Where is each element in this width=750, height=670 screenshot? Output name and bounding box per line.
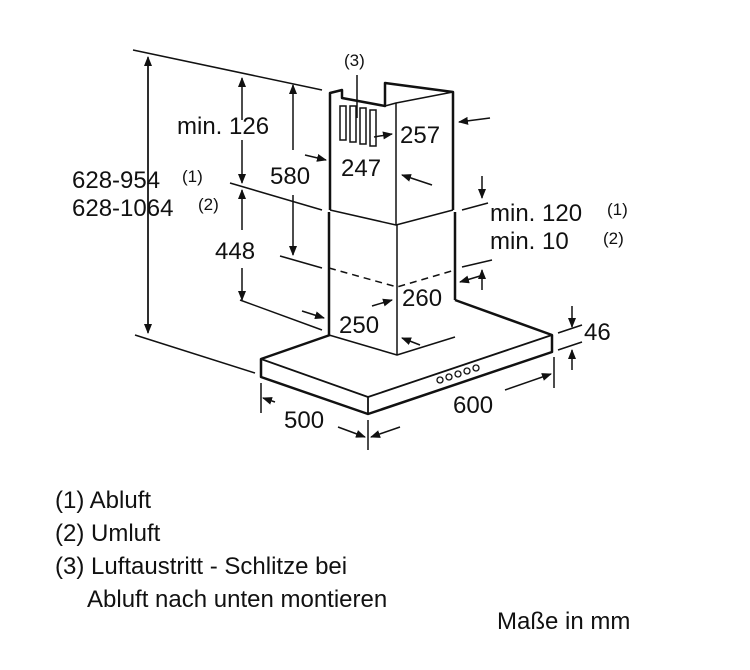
dimension-lines [132, 49, 583, 450]
dim-min-120: min. 120 [490, 200, 582, 227]
air-slots [339, 75, 393, 147]
slots-ref-3: (3) [344, 51, 365, 70]
height-range-umluft: 628-1064 [72, 195, 173, 222]
units-note: Maße in mm [497, 608, 631, 635]
ref-2: (2) [198, 195, 219, 214]
dim-250: 250 [339, 312, 379, 339]
legend-item-abluft: (1) Abluft [55, 487, 152, 514]
min-10-ref: (2) [603, 229, 624, 248]
height-range-abluft: 628-954 [72, 167, 160, 194]
control-buttons [436, 364, 480, 384]
dim-46: 46 [584, 319, 611, 346]
dim-448: 448 [215, 238, 255, 265]
dimension-labels: 628-954 (1) 628-1064 (2) min. 126 580 44… [72, 51, 628, 434]
hood-outline [259, 81, 554, 416]
dim-580: 580 [270, 163, 310, 190]
dim-257: 257 [400, 122, 440, 149]
dim-min-126: min. 126 [177, 113, 269, 140]
dim-min-10: min. 10 [490, 228, 569, 255]
legend: (1) Abluft (2) Umluft (3) Luftaustritt -… [55, 484, 387, 616]
legend-item-luftaustritt: (3) Luftaustritt - Schlitze bei [55, 553, 348, 580]
dim-600: 600 [453, 392, 493, 419]
legend-item-luftaustritt-cont: Abluft nach unten montieren [55, 586, 388, 613]
dim-260: 260 [402, 285, 442, 312]
dim-247: 247 [341, 155, 381, 182]
min-120-ref: (1) [607, 200, 628, 219]
dim-500: 500 [284, 407, 324, 434]
ref-1: (1) [182, 167, 203, 186]
legend-item-umluft: (2) Umluft [55, 520, 161, 547]
